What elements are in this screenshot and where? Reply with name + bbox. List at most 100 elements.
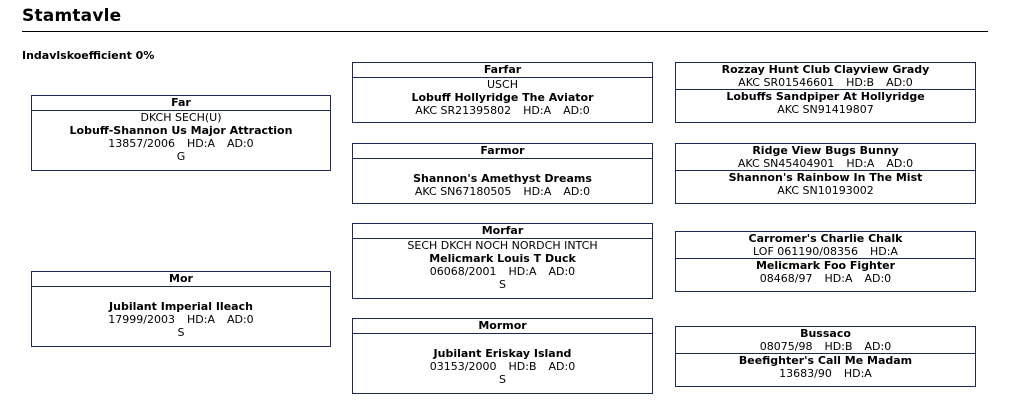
- ggp-hd-5: HD:A: [869, 245, 898, 258]
- mormor-label: Mormor: [353, 319, 652, 334]
- farmor-name: Shannon's Amethyst Dreams: [413, 172, 592, 185]
- mormor-reg: 03153/2000: [429, 360, 497, 373]
- ggp-card-5[interactable]: Carromer's Charlie Chalk LOF 061190/0835…: [676, 232, 975, 258]
- mormor-card[interactable]: Mormor Jubilant Eriskay Island 03153/200…: [352, 318, 653, 394]
- ggp-ad-7: AD:0: [864, 340, 892, 353]
- farmor-ad: AD:0: [563, 185, 591, 198]
- mormor-registration-row: 03153/2000 HD:B AD:0: [353, 360, 652, 373]
- ggp-reg-4: AKC SN10193002: [777, 184, 874, 197]
- mother-reg: 17999/2003: [108, 313, 175, 326]
- morfar-card[interactable]: Morfar SECH DKCH NOCH NORDCH INTCH Melic…: [352, 223, 653, 299]
- farmor-titles: [353, 159, 652, 172]
- mormor-titles: [353, 334, 652, 347]
- ggp-reg-3: AKC SN45404901: [737, 157, 835, 170]
- ggp-card-6[interactable]: Melicmark Foo Fighter 08468/97 HD:A AD:0: [676, 258, 975, 285]
- ggp-card-4[interactable]: Shannon's Rainbow In The Mist AKC SN1019…: [676, 170, 975, 197]
- ggp-name-7: Bussaco: [800, 327, 851, 340]
- mormor-ad: AD:0: [548, 360, 576, 373]
- ggp-name-2: Lobuffs Sandpiper At Hollyridge: [726, 90, 925, 103]
- ggp-reg-7: 08075/98: [759, 340, 813, 353]
- morfar-reg: 06068/2001: [429, 265, 497, 278]
- ggp-card-7[interactable]: Bussaco 08075/98 HD:B AD:0: [676, 327, 975, 353]
- farfar-card[interactable]: Farfar USCH Lobuff Hollyridge The Aviato…: [352, 62, 653, 123]
- ggp-name-8: Beefighter's Call Me Madam: [738, 354, 913, 367]
- farfar-hd: HD:A: [523, 104, 552, 117]
- morfar-titles: SECH DKCH NOCH NORDCH INTCH: [407, 239, 598, 252]
- ggp-card-8[interactable]: Beefighter's Call Me Madam 13683/90 HD:A: [676, 353, 975, 380]
- farmor-hd: HD:A: [523, 185, 552, 198]
- ggp-pair-1: Rozzay Hunt Club Clayview Grady AKC SR01…: [675, 62, 976, 123]
- father-label: Far: [32, 96, 330, 111]
- ggp-registration-row-7: 08075/98 HD:B AD:0: [676, 340, 975, 353]
- farfar-name: Lobuff Hollyridge The Aviator: [411, 91, 594, 104]
- ggp-ad-6: AD:0: [864, 272, 892, 285]
- father-hd: HD:A: [187, 137, 215, 150]
- ggp-name-1: Rozzay Hunt Club Clayview Grady: [721, 63, 930, 76]
- father-titles: DKCH SECH(U): [140, 111, 222, 124]
- ggp-hd-3: HD:A: [846, 157, 875, 170]
- inbreeding-coefficient: Indavlskoefficient 0%: [22, 49, 155, 62]
- father-reg: 13857/2006: [108, 137, 175, 150]
- morfar-name: Melicmark Louis T Duck: [429, 252, 576, 265]
- farfar-titles: USCH: [487, 78, 518, 91]
- mother-ad: AD:0: [226, 313, 254, 326]
- mother-label: Mor: [32, 272, 330, 287]
- mother-extra: S: [177, 326, 185, 339]
- father-name: Lobuff-Shannon Us Major Attraction: [69, 124, 293, 137]
- ggp-card-2[interactable]: Lobuffs Sandpiper At Hollyridge AKC SN91…: [676, 89, 975, 116]
- farmor-reg: AKC SN67180505: [414, 185, 512, 198]
- farfar-label: Farfar: [353, 63, 652, 78]
- ggp-hd-8: HD:A: [843, 367, 872, 380]
- ggp-reg-8: 13683/90: [779, 367, 832, 380]
- mother-hd: HD:A: [187, 313, 215, 326]
- mother-titles: [32, 287, 330, 300]
- ggp-hd-7: HD:B: [824, 340, 853, 353]
- page-title: Stamtavle: [22, 6, 122, 26]
- mother-card[interactable]: Mor Jubilant Imperial Ileach 17999/2003 H…: [31, 271, 331, 347]
- father-extra: G: [176, 150, 186, 163]
- ggp-reg-5: LOF 061190/08356: [753, 245, 858, 258]
- ggp-registration-row-6: 08468/97 HD:A AD:0: [676, 272, 975, 285]
- ggp-registration-row-4: AKC SN10193002: [676, 184, 975, 197]
- ggp-card-3[interactable]: Ridge View Bugs Bunny AKC SN45404901 HD:A…: [676, 144, 975, 170]
- morfar-label: Morfar: [353, 224, 652, 239]
- morfar-extra: S: [499, 278, 506, 291]
- farfar-reg: AKC SR21395802: [415, 104, 512, 117]
- ggp-name-3: Ridge View Bugs Bunny: [752, 144, 899, 157]
- farmor-label: Farmor: [353, 144, 652, 159]
- ggp-registration-row-8: 13683/90 HD:A: [676, 367, 975, 380]
- ggp-registration-row-3: AKC SN45404901 HD:A AD:0: [676, 157, 975, 170]
- ggp-card-1[interactable]: Rozzay Hunt Club Clayview Grady AKC SR01…: [676, 63, 975, 89]
- ggp-registration-row-2: AKC SN91419807: [676, 103, 975, 116]
- farfar-ad: AD:0: [563, 104, 590, 117]
- ggp-registration-row-5: LOF 061190/08356 HD:A: [676, 245, 975, 258]
- farmor-card[interactable]: Farmor Shannon's Amethyst Dreams AKC SN6…: [352, 143, 653, 204]
- ggp-hd-1: HD:B: [846, 76, 875, 89]
- title-divider: [22, 31, 988, 32]
- ggp-hd-6: HD:A: [824, 272, 853, 285]
- ggp-pair-3: Carromer's Charlie Chalk LOF 061190/0835…: [675, 231, 976, 292]
- morfar-ad: AD:0: [548, 265, 576, 278]
- ggp-ad-1: AD:0: [886, 76, 913, 89]
- ggp-reg-2: AKC SN91419807: [777, 103, 874, 116]
- mormor-name: Jubilant Eriskay Island: [433, 347, 572, 360]
- father-registration-row: 13857/2006 HD:A AD:0: [32, 137, 330, 150]
- mormor-hd: HD:B: [508, 360, 537, 373]
- mother-name: Jubilant Imperial Ileach: [109, 300, 253, 313]
- ggp-name-5: Carromer's Charlie Chalk: [748, 232, 903, 245]
- ggp-name-4: Shannon's Rainbow In The Mist: [728, 171, 923, 184]
- farfar-registration-row: AKC SR21395802 HD:A AD:0: [353, 104, 652, 117]
- ggp-name-6: Melicmark Foo Fighter: [755, 259, 896, 272]
- ggp-ad-3: AD:0: [886, 157, 914, 170]
- ggp-pair-2: Ridge View Bugs Bunny AKC SN45404901 HD:A…: [675, 143, 976, 204]
- father-ad: AD:0: [226, 137, 254, 150]
- mormor-extra: S: [499, 373, 506, 386]
- ggp-reg-6: 08468/97: [759, 272, 813, 285]
- ggp-registration-row-1: AKC SR01546601 HD:B AD:0: [676, 76, 975, 89]
- ggp-reg-1: AKC SR01546601: [738, 76, 835, 89]
- mother-registration-row: 17999/2003 HD:A AD:0: [32, 313, 330, 326]
- ggp-pair-4: Bussaco 08075/98 HD:B AD:0 Beefighter's Ca…: [675, 326, 976, 387]
- father-card[interactable]: Far DKCH SECH(U) Lobuff-Shannon Us Major…: [31, 95, 331, 171]
- farmor-registration-row: AKC SN67180505 HD:A AD:0: [353, 185, 652, 198]
